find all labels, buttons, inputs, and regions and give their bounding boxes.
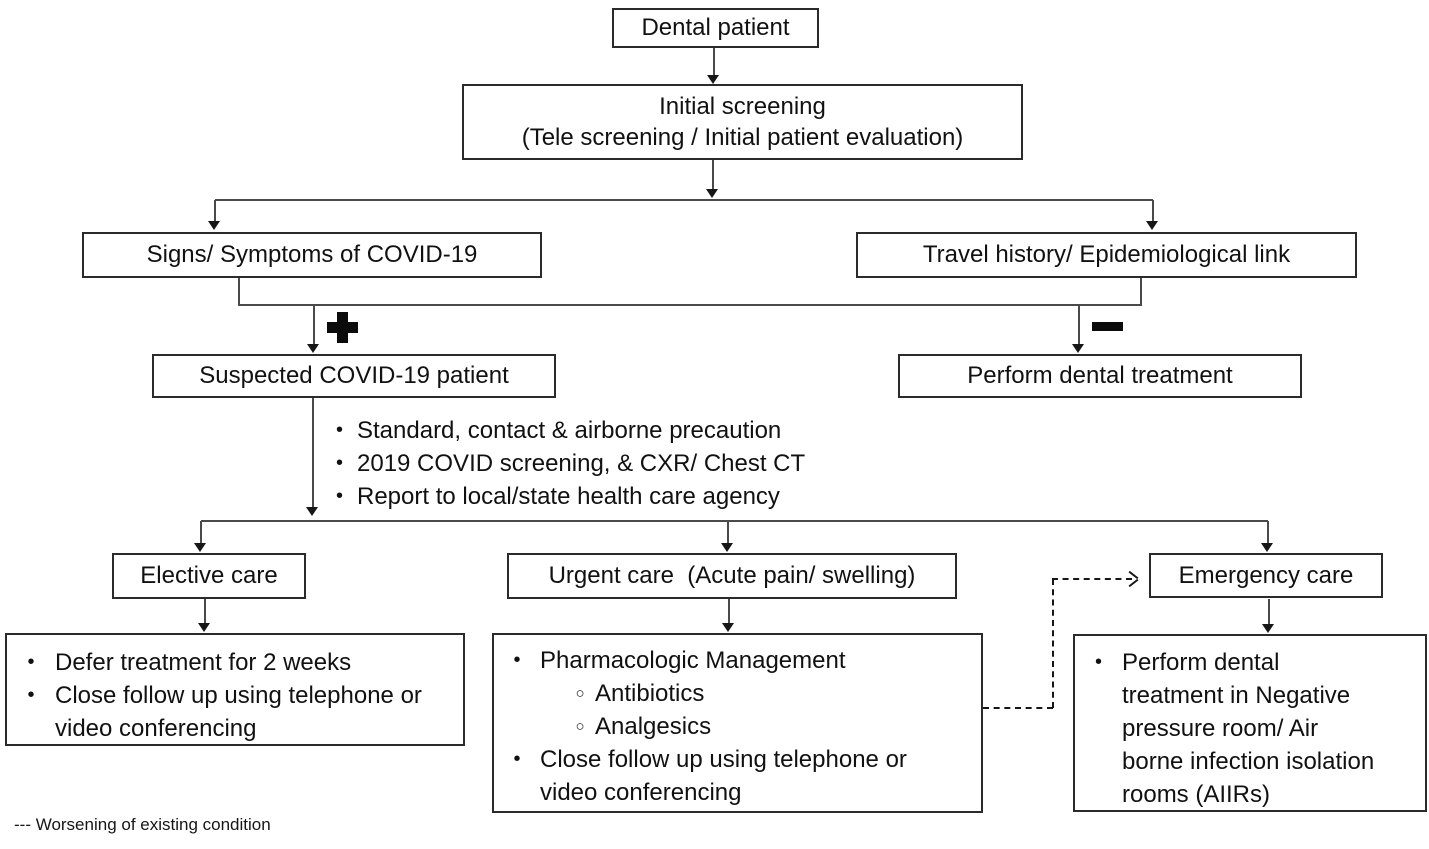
node-signs-symptoms-label: Signs/ Symptoms of COVID-19 <box>146 241 478 269</box>
node-elective-care-label: Elective care <box>140 562 278 590</box>
connector-split-bar-top <box>215 199 1153 201</box>
connector-care-split-bar <box>201 520 1268 522</box>
urgent-details-text: Pharmacologic Management <box>540 647 846 674</box>
circle-bullet-icon: ○ <box>575 718 585 735</box>
arrowhead-into-elective-details <box>198 623 210 632</box>
node-travel-history-label: Travel history/ Epidemiological link <box>922 241 1291 269</box>
connector-urgent-to-details <box>728 599 730 624</box>
urgent-details-text: Close follow up using telephone or video… <box>540 746 907 806</box>
arrowhead-into-urgent-details <box>722 623 734 632</box>
circle-bullet-icon: ○ <box>575 685 585 702</box>
node-suspected-covid-patient: Suspected COVID-19 patient <box>152 354 556 398</box>
node-dental-patient-label: Dental patient <box>641 14 790 42</box>
node-perform-dental-treatment-label: Perform dental treatment <box>967 362 1233 390</box>
node-perform-dental-treatment: Perform dental treatment <box>898 354 1302 398</box>
elective-care-details-box: • Defer treatment for 2 weeks • Close fo… <box>5 633 465 746</box>
connector-initial-stem <box>712 160 714 190</box>
urgent-details-subitem: ○ Antibiotics <box>494 677 981 710</box>
emergency-details-text: Perform dental treatment in Negative pre… <box>1122 649 1375 808</box>
connector-to-signs <box>214 200 216 222</box>
arrowhead-into-emergency-care <box>1261 543 1273 552</box>
node-elective-care: Elective care <box>112 553 306 599</box>
connector-to-travel <box>1152 200 1154 222</box>
positive-result-icon <box>327 312 358 343</box>
urgent-care-details-box: • Pharmacologic Management ○ Antibiotics… <box>492 633 983 813</box>
node-urgent-care: Urgent care (Acute pain/ swelling) <box>507 553 957 599</box>
urgent-details-subtext: Analgesics <box>595 713 712 740</box>
legend-worsening-condition: --- Worsening of existing condition <box>14 815 271 834</box>
arrowhead-into-elective-care <box>194 543 206 552</box>
bullet-icon: • <box>335 452 343 474</box>
node-signs-symptoms: Signs/ Symptoms of COVID-19 <box>82 232 542 278</box>
precautions-item-text: Standard, contact & airborne precaution <box>357 417 782 444</box>
arrowhead-into-emergency-details <box>1262 624 1274 633</box>
precautions-list-item: • Standard, contact & airborne precautio… <box>322 414 922 447</box>
connector-travel-down <box>1140 278 1142 305</box>
connector-signs-down <box>238 278 240 305</box>
precautions-list-item: • 2019 COVID screening, & CXR/ Chest CT <box>322 447 922 480</box>
bullet-icon: • <box>27 684 35 706</box>
negative-result-icon <box>1092 322 1123 331</box>
connector-to-suspected <box>313 305 315 345</box>
connector-dental-to-initial <box>713 48 715 76</box>
elective-details-item: • Close follow up using telephone or vid… <box>7 679 463 745</box>
elective-details-item: • Defer treatment for 2 weeks <box>7 646 463 679</box>
emergency-details-item: • Perform dental treatment in Negative p… <box>1075 646 1425 811</box>
arrowhead-into-signs-symptoms <box>208 221 220 230</box>
connector-elective-to-details <box>204 599 206 624</box>
node-emergency-care: Emergency care <box>1149 553 1383 598</box>
bullet-icon: • <box>335 485 343 507</box>
precautions-item-text: Report to local/state health care agency <box>357 483 780 510</box>
arrowhead-suspected-stem <box>306 507 318 516</box>
emergency-care-details-box: • Perform dental treatment in Negative p… <box>1073 634 1427 812</box>
bullet-icon: • <box>335 419 343 441</box>
connector-merge-bar <box>238 304 1142 306</box>
connector-to-urgent <box>727 521 729 544</box>
arrowhead-into-initial-screening <box>707 75 719 84</box>
node-initial-screening-line2: (Tele screening / Initial patient evalua… <box>521 124 964 151</box>
dashed-arrowhead-icon <box>1128 578 1139 588</box>
arrowhead-into-urgent-care <box>721 543 733 552</box>
arrowhead-initial-stem <box>706 189 718 198</box>
node-emergency-care-label: Emergency care <box>1178 561 1354 589</box>
elective-details-text: Defer treatment for 2 weeks <box>55 649 352 676</box>
dashed-connector-worsening-vertical <box>1052 579 1054 708</box>
urgent-details-subtext: Antibiotics <box>595 680 705 707</box>
node-dental-patient: Dental patient <box>612 8 819 48</box>
connector-to-perform <box>1078 305 1080 345</box>
urgent-details-item: • Pharmacologic Management <box>494 644 981 677</box>
node-suspected-covid-patient-label: Suspected COVID-19 patient <box>199 362 509 390</box>
dashed-connector-worsening-horizontal-upper <box>1052 578 1132 580</box>
bullet-icon: • <box>27 651 35 673</box>
elective-details-text: Close follow up using telephone or video… <box>55 682 422 742</box>
node-initial-screening: Initial screening (Tele screening / Init… <box>462 84 1023 160</box>
connector-to-emergency <box>1267 521 1269 544</box>
precautions-list: • Standard, contact & airborne precautio… <box>322 414 922 513</box>
arrowhead-into-suspected-covid <box>307 344 319 353</box>
node-travel-history: Travel history/ Epidemiological link <box>856 232 1357 278</box>
connector-to-elective <box>200 521 202 544</box>
bullet-icon: • <box>513 649 521 671</box>
urgent-details-item: • Close follow up using telephone or vid… <box>494 743 981 809</box>
arrowhead-into-perform-treatment <box>1072 344 1084 353</box>
precautions-list-item: • Report to local/state health care agen… <box>322 480 922 513</box>
node-urgent-care-label: Urgent care (Acute pain/ swelling) <box>548 562 916 590</box>
dashed-connector-worsening-horizontal-lower <box>983 707 1053 709</box>
urgent-details-subitem: ○ Analgesics <box>494 710 981 743</box>
bullet-icon: • <box>513 748 521 770</box>
precautions-item-text: 2019 COVID screening, & CXR/ Chest CT <box>357 450 806 477</box>
bullet-icon: • <box>1094 651 1102 673</box>
connector-emergency-to-details <box>1268 599 1270 625</box>
connector-suspected-stem <box>312 398 314 508</box>
arrowhead-into-travel-history <box>1146 221 1158 230</box>
node-initial-screening-line1: Initial screening <box>659 92 826 120</box>
